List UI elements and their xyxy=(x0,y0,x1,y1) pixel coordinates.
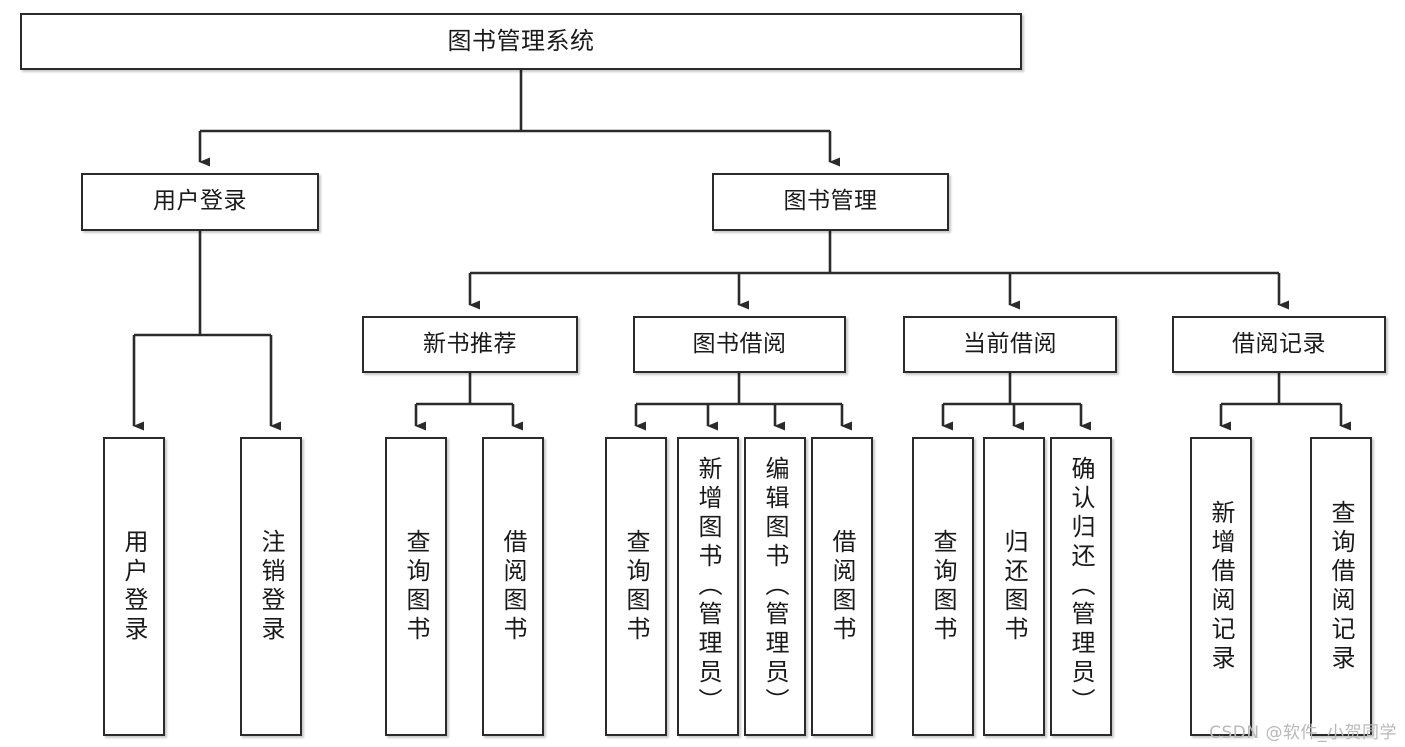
node-leaf-logout-label: 注销登录 xyxy=(257,528,285,645)
node-leaf-logout[interactable]: 注销登录 xyxy=(240,437,302,736)
node-borrow-record[interactable]: 借阅记录 xyxy=(1172,316,1386,373)
node-leaf-add-record-label: 新增借阅记录 xyxy=(1207,499,1235,674)
node-book-borrow[interactable]: 图书借阅 xyxy=(633,316,846,373)
node-leaf-add-book[interactable]: 新增图书（管理员） xyxy=(677,437,739,736)
node-leaf-borrow-book-1[interactable]: 借阅图书 xyxy=(482,437,544,736)
node-leaf-return-book[interactable]: 归还图书 xyxy=(983,437,1045,736)
node-leaf-query-book-2[interactable]: 查询图书 xyxy=(605,437,667,736)
node-leaf-query-book-2-label: 查询图书 xyxy=(622,528,650,645)
node-current-borrow[interactable]: 当前借阅 xyxy=(903,316,1117,373)
node-leaf-add-record[interactable]: 新增借阅记录 xyxy=(1190,437,1252,736)
node-leaf-query-book-1[interactable]: 查询图书 xyxy=(385,437,447,736)
node-leaf-query-record-label: 查询借阅记录 xyxy=(1327,499,1355,674)
node-user-login-label: 用户登录 xyxy=(153,188,247,215)
node-leaf-edit-book-label: 编辑图书（管理员） xyxy=(761,456,789,717)
node-leaf-borrow-book-2-label: 借阅图书 xyxy=(828,528,856,645)
node-leaf-user-login[interactable]: 用户登录 xyxy=(103,437,165,736)
node-new-book-recommend-label: 新书推荐 xyxy=(423,330,517,357)
node-borrow-record-label: 借阅记录 xyxy=(1232,330,1326,357)
node-leaf-query-record[interactable]: 查询借阅记录 xyxy=(1310,437,1372,736)
node-user-login[interactable]: 用户登录 xyxy=(81,173,319,231)
node-leaf-borrow-book-1-label: 借阅图书 xyxy=(499,528,527,645)
node-root[interactable]: 图书管理系统 xyxy=(20,13,1022,70)
node-book-borrow-label: 图书借阅 xyxy=(692,330,787,357)
node-leaf-query-book-3[interactable]: 查询图书 xyxy=(912,437,974,736)
node-leaf-user-login-label: 用户登录 xyxy=(120,528,148,645)
node-leaf-borrow-book-2[interactable]: 借阅图书 xyxy=(811,437,873,736)
node-leaf-query-book-3-label: 查询图书 xyxy=(929,528,957,645)
node-leaf-confirm-return-label: 确认归还（管理员） xyxy=(1067,456,1095,717)
node-book-management[interactable]: 图书管理 xyxy=(712,173,949,231)
node-book-management-label: 图书管理 xyxy=(783,188,878,215)
node-leaf-return-book-label: 归还图书 xyxy=(1000,528,1028,645)
node-root-label: 图书管理系统 xyxy=(447,27,595,56)
node-leaf-confirm-return[interactable]: 确认归还（管理员） xyxy=(1050,437,1112,736)
node-leaf-add-book-label: 新增图书（管理员） xyxy=(694,456,722,717)
node-leaf-edit-book[interactable]: 编辑图书（管理员） xyxy=(744,437,806,736)
node-current-borrow-label: 当前借阅 xyxy=(963,330,1057,357)
node-leaf-query-book-1-label: 查询图书 xyxy=(402,528,430,645)
node-new-book-recommend[interactable]: 新书推荐 xyxy=(362,316,578,373)
